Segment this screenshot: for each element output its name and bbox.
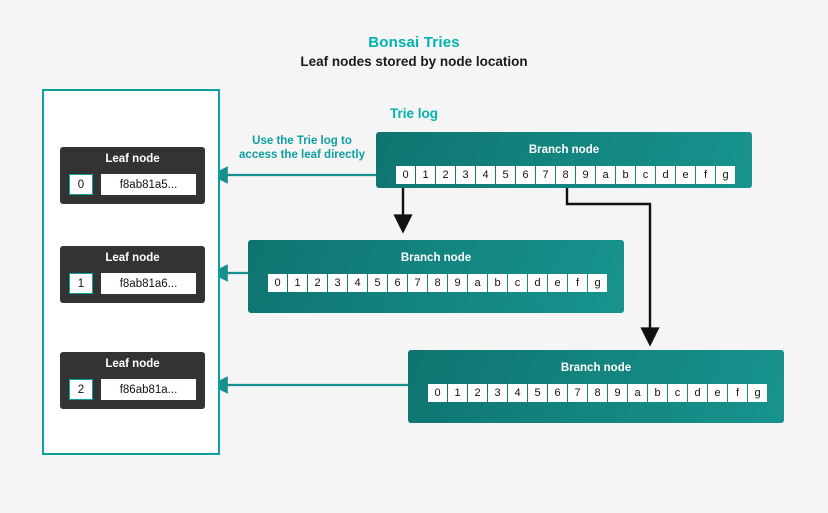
branch-cell-g[interactable]: g [588,274,607,292]
branch-cell-7[interactable]: 7 [536,166,555,184]
branch-cell-d[interactable]: d [688,384,707,402]
branch-cell-e[interactable]: e [708,384,727,402]
branch-cell-1[interactable]: 1 [416,166,435,184]
leaf-node-label: Leaf node [105,153,160,165]
branch-cell-d[interactable]: d [528,274,547,292]
branch-cell-9[interactable]: 9 [576,166,595,184]
branch-cell-3[interactable]: 3 [488,384,507,402]
trie-log-title: Trie log [389,106,438,121]
branch-cell-5[interactable]: 5 [496,166,515,184]
leaf-node-card-2[interactable]: Leaf node 2 f86ab81a... [60,352,205,409]
branch-cell-a[interactable]: a [468,274,487,292]
branch-cell-4[interactable]: 4 [348,274,367,292]
branch-cell-a[interactable]: a [596,166,615,184]
branch-cell-8[interactable]: 8 [428,274,447,292]
annotation-line-2: access the leaf directly [239,149,365,161]
branch-cell-d[interactable]: d [656,166,675,184]
branch-cell-0[interactable]: 0 [268,274,287,292]
branch-cell-7[interactable]: 7 [408,274,427,292]
branch-cell-7[interactable]: 7 [568,384,587,402]
branch-cell-e[interactable]: e [548,274,567,292]
branch-cell-b[interactable]: b [648,384,667,402]
branch-cell-4[interactable]: 4 [476,166,495,184]
leaf-node-label: Leaf node [105,252,160,264]
branch-cell-6[interactable]: 6 [516,166,535,184]
branch-cell-f[interactable]: f [728,384,747,402]
branch-node-label: Branch node [560,362,632,374]
leaf-node-label: Leaf node [105,358,160,370]
leaf-node-row: 2 f86ab81a... [69,379,196,400]
branch-cell-0[interactable]: 0 [428,384,447,402]
leaf-index-box: 1 [69,273,93,294]
branch-cell-6[interactable]: 6 [548,384,567,402]
annotation-line-1: Use the Trie log to [252,135,352,147]
branch-cell-g[interactable]: g [748,384,767,402]
leaf-node-card-0[interactable]: Leaf node 0 f8ab81a5... [60,147,205,204]
branch-node-label: Branch node [400,252,472,264]
branch-node-label: Branch node [528,144,600,156]
branch-cell-c[interactable]: c [636,166,655,184]
branch-cell-2[interactable]: 2 [436,166,455,184]
branch-cell-c[interactable]: c [508,274,527,292]
leaf-node-card-1[interactable]: Leaf node 1 f8ab81a6... [60,246,205,303]
branch-cell-5[interactable]: 5 [368,274,387,292]
page-subtitle: Leaf nodes stored by node location [300,54,528,69]
leaf-value-box: f86ab81a... [101,379,196,400]
branch-cell-e[interactable]: e [676,166,695,184]
branch-cell-a[interactable]: a [628,384,647,402]
branch-cell-9[interactable]: 9 [608,384,627,402]
branch-cell-6[interactable]: 6 [388,274,407,292]
branch-cell-8[interactable]: 8 [588,384,607,402]
branch-cell-b[interactable]: b [488,274,507,292]
branch-cell-2[interactable]: 2 [468,384,487,402]
leaf-node-row: 0 f8ab81a5... [69,174,196,195]
branch-cell-3[interactable]: 3 [456,166,475,184]
branch-cell-c[interactable]: c [668,384,687,402]
leaf-index-box: 2 [69,379,93,400]
leaf-node-row: 1 f8ab81a6... [69,273,196,294]
leaf-value-box: f8ab81a5... [101,174,196,195]
page-title: Bonsai Tries [368,34,460,51]
branch-cell-2[interactable]: 2 [308,274,327,292]
branch-cell-0[interactable]: 0 [396,166,415,184]
branch-cell-4[interactable]: 4 [508,384,527,402]
branch-cell-b[interactable]: b [616,166,635,184]
annotation-trie-log-access: Use the Trie log to access the leaf dire… [228,134,376,162]
branch-cell-9[interactable]: 9 [448,274,467,292]
leaf-index-box: 0 [69,174,93,195]
branch-cell-g[interactable]: g [716,166,735,184]
branch-cell-f[interactable]: f [568,274,587,292]
branch-cell-f[interactable]: f [696,166,715,184]
branch-cell-3[interactable]: 3 [328,274,347,292]
branch-cell-1[interactable]: 1 [288,274,307,292]
branch-cell-1[interactable]: 1 [448,384,467,402]
branch-cell-5[interactable]: 5 [528,384,547,402]
branch-cell-8[interactable]: 8 [556,166,575,184]
leaf-value-box: f8ab81a6... [101,273,196,294]
